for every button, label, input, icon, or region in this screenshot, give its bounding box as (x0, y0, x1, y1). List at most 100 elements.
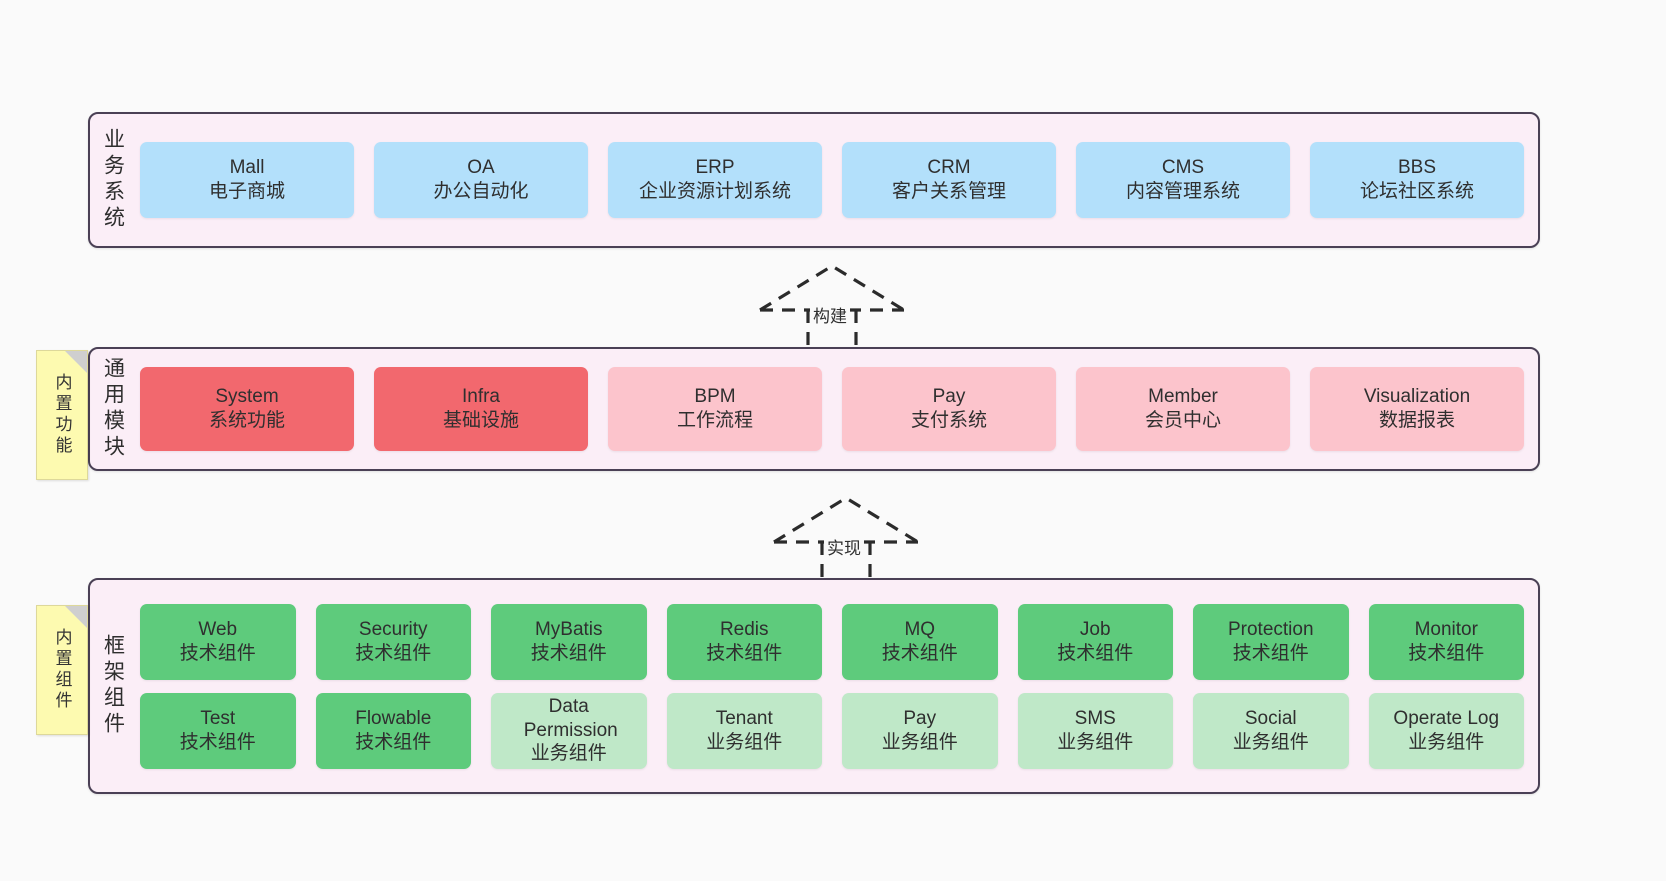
node-mall[interactable]: Mall 电子商城 (140, 142, 354, 218)
node-subtitle: 会员中心 (1144, 410, 1221, 431)
node-title: MQ (904, 618, 936, 640)
node-title: BPM (694, 386, 736, 408)
node-subtitle: 业务组件 (1057, 731, 1134, 753)
node-tenant[interactable]: Tenant 业务组件 (666, 692, 822, 769)
node-mybatis[interactable]: MyBatis 技术组件 (491, 603, 647, 680)
node-pay-module[interactable]: Pay 支付系统 (842, 367, 1056, 451)
node-subtitle: 基础设施 (442, 410, 519, 431)
node-title: Operate Log (1393, 707, 1500, 729)
node-subtitle: 技术组件 (1232, 642, 1309, 664)
node-subtitle: 技术组件 (530, 642, 607, 664)
node-subtitle: 业务组件 (530, 743, 607, 765)
node-title: Mall (229, 157, 265, 179)
node-subtitle: 内容管理系统 (1125, 181, 1240, 202)
node-monitor[interactable]: Monitor 技术组件 (1368, 603, 1524, 680)
node-title: Member (1148, 386, 1218, 408)
node-pay-component[interactable]: Pay 业务组件 (842, 692, 998, 769)
layer-label-business-systems: 业务系统 (101, 128, 125, 232)
node-subtitle: 技术组件 (1057, 642, 1134, 664)
layer-body-framework-components: Web 技术组件 Security 技术组件 MyBatis 技术组件 Redi… (136, 580, 1538, 792)
node-subtitle: 企业资源计划系统 (638, 181, 791, 202)
connector-implement: 实现 (766, 490, 926, 580)
node-redis[interactable]: Redis 技术组件 (666, 603, 822, 680)
node-subtitle: 论坛社区系统 (1359, 181, 1474, 202)
node-bpm[interactable]: BPM 工作流程 (608, 367, 822, 451)
sticky-note-builtin-components: 内置组件 (36, 605, 88, 735)
node-sms[interactable]: SMS 业务组件 (1017, 692, 1173, 769)
sticky-note-label: 内置功能 (52, 373, 72, 457)
node-subtitle: 业务组件 (706, 731, 783, 753)
layer-body-common-modules: System 系统功能 Infra 基础设施 BPM 工作流程 Pay 支付系统… (136, 349, 1538, 469)
node-mq[interactable]: MQ 技术组件 (842, 603, 998, 680)
node-crm[interactable]: CRM 客户关系管理 (842, 142, 1056, 218)
layer-common-modules: 通用模块 System 系统功能 Infra 基础设施 BPM 工作流程 Pay… (88, 347, 1540, 471)
node-subtitle: 技术组件 (179, 731, 256, 753)
node-title: Protection (1227, 618, 1314, 640)
node-subtitle: 工作流程 (676, 410, 753, 431)
node-subtitle: 技术组件 (355, 731, 432, 753)
layer-body-business-systems: Mall 电子商城 OA 办公自动化 ERP 企业资源计划系统 CRM 客户关系… (136, 114, 1538, 246)
node-title: SMS (1074, 707, 1116, 729)
node-title: OA (467, 157, 495, 179)
node-title: MyBatis (534, 618, 603, 640)
node-title: Social (1244, 707, 1297, 729)
node-title: Data Permission (523, 695, 618, 741)
node-visualization[interactable]: Visualization 数据报表 (1310, 367, 1524, 451)
node-subtitle: 数据报表 (1378, 410, 1455, 431)
node-oa[interactable]: OA 办公自动化 (374, 142, 588, 218)
node-title: ERP (695, 157, 735, 179)
node-title: Test (200, 707, 236, 729)
node-row: Mall 电子商城 OA 办公自动化 ERP 企业资源计划系统 CRM 客户关系… (140, 142, 1524, 218)
node-cms[interactable]: CMS 内容管理系统 (1076, 142, 1290, 218)
node-subtitle: 业务组件 (1232, 731, 1309, 753)
node-title: Job (1079, 618, 1111, 640)
node-title: Monitor (1414, 618, 1478, 640)
node-job[interactable]: Job 技术组件 (1017, 603, 1173, 680)
node-title: BBS (1397, 157, 1437, 179)
node-flowable[interactable]: Flowable 技术组件 (315, 692, 471, 769)
node-protection[interactable]: Protection 技术组件 (1193, 603, 1349, 680)
node-title: Security (358, 618, 428, 640)
node-subtitle: 系统功能 (208, 410, 285, 431)
node-erp[interactable]: ERP 企业资源计划系统 (608, 142, 822, 218)
node-subtitle: 业务组件 (881, 731, 958, 753)
node-title: Flowable (355, 707, 432, 729)
node-system[interactable]: System 系统功能 (140, 367, 354, 451)
node-infra[interactable]: Infra 基础设施 (374, 367, 588, 451)
connector-implement-label: 实现 (824, 534, 864, 559)
fold-corner-icon (65, 606, 87, 628)
node-title: Pay (932, 386, 966, 408)
node-bbs[interactable]: BBS 论坛社区系统 (1310, 142, 1524, 218)
node-subtitle: 客户关系管理 (891, 181, 1006, 202)
node-title: CRM (927, 157, 971, 179)
node-data-permission[interactable]: Data Permission 业务组件 (491, 692, 647, 769)
node-row: Test 技术组件 Flowable 技术组件 Data Permission … (140, 692, 1524, 769)
node-subtitle: 办公自动化 (433, 181, 529, 202)
node-title: Web (198, 618, 238, 640)
node-subtitle: 技术组件 (179, 642, 256, 664)
node-test[interactable]: Test 技术组件 (140, 692, 296, 769)
layer-label-common-modules: 通用模块 (101, 357, 125, 461)
node-row: Web 技术组件 Security 技术组件 MyBatis 技术组件 Redi… (140, 603, 1524, 680)
connector-build: 构建 (752, 258, 912, 348)
node-title: Visualization (1363, 386, 1471, 408)
node-title: Tenant (715, 707, 773, 729)
fold-corner-icon (65, 351, 87, 373)
sticky-note-label: 内置组件 (52, 628, 72, 712)
node-subtitle: 技术组件 (1408, 642, 1485, 664)
layer-business-systems: 业务系统 Mall 电子商城 OA 办公自动化 ERP 企业资源计划系统 CRM… (88, 112, 1540, 248)
node-title: Redis (719, 618, 769, 640)
sticky-note-builtin-features: 内置功能 (36, 350, 88, 480)
node-title: CMS (1161, 157, 1205, 179)
node-web[interactable]: Web 技术组件 (140, 603, 296, 680)
node-member[interactable]: Member 会员中心 (1076, 367, 1290, 451)
node-title: Infra (461, 386, 501, 408)
node-subtitle: 业务组件 (1408, 731, 1485, 753)
node-operate-log[interactable]: Operate Log 业务组件 (1368, 692, 1524, 769)
node-subtitle: 支付系统 (910, 410, 987, 431)
node-subtitle: 技术组件 (355, 642, 432, 664)
node-social[interactable]: Social 业务组件 (1193, 692, 1349, 769)
node-security[interactable]: Security 技术组件 (315, 603, 471, 680)
node-subtitle: 技术组件 (881, 642, 958, 664)
